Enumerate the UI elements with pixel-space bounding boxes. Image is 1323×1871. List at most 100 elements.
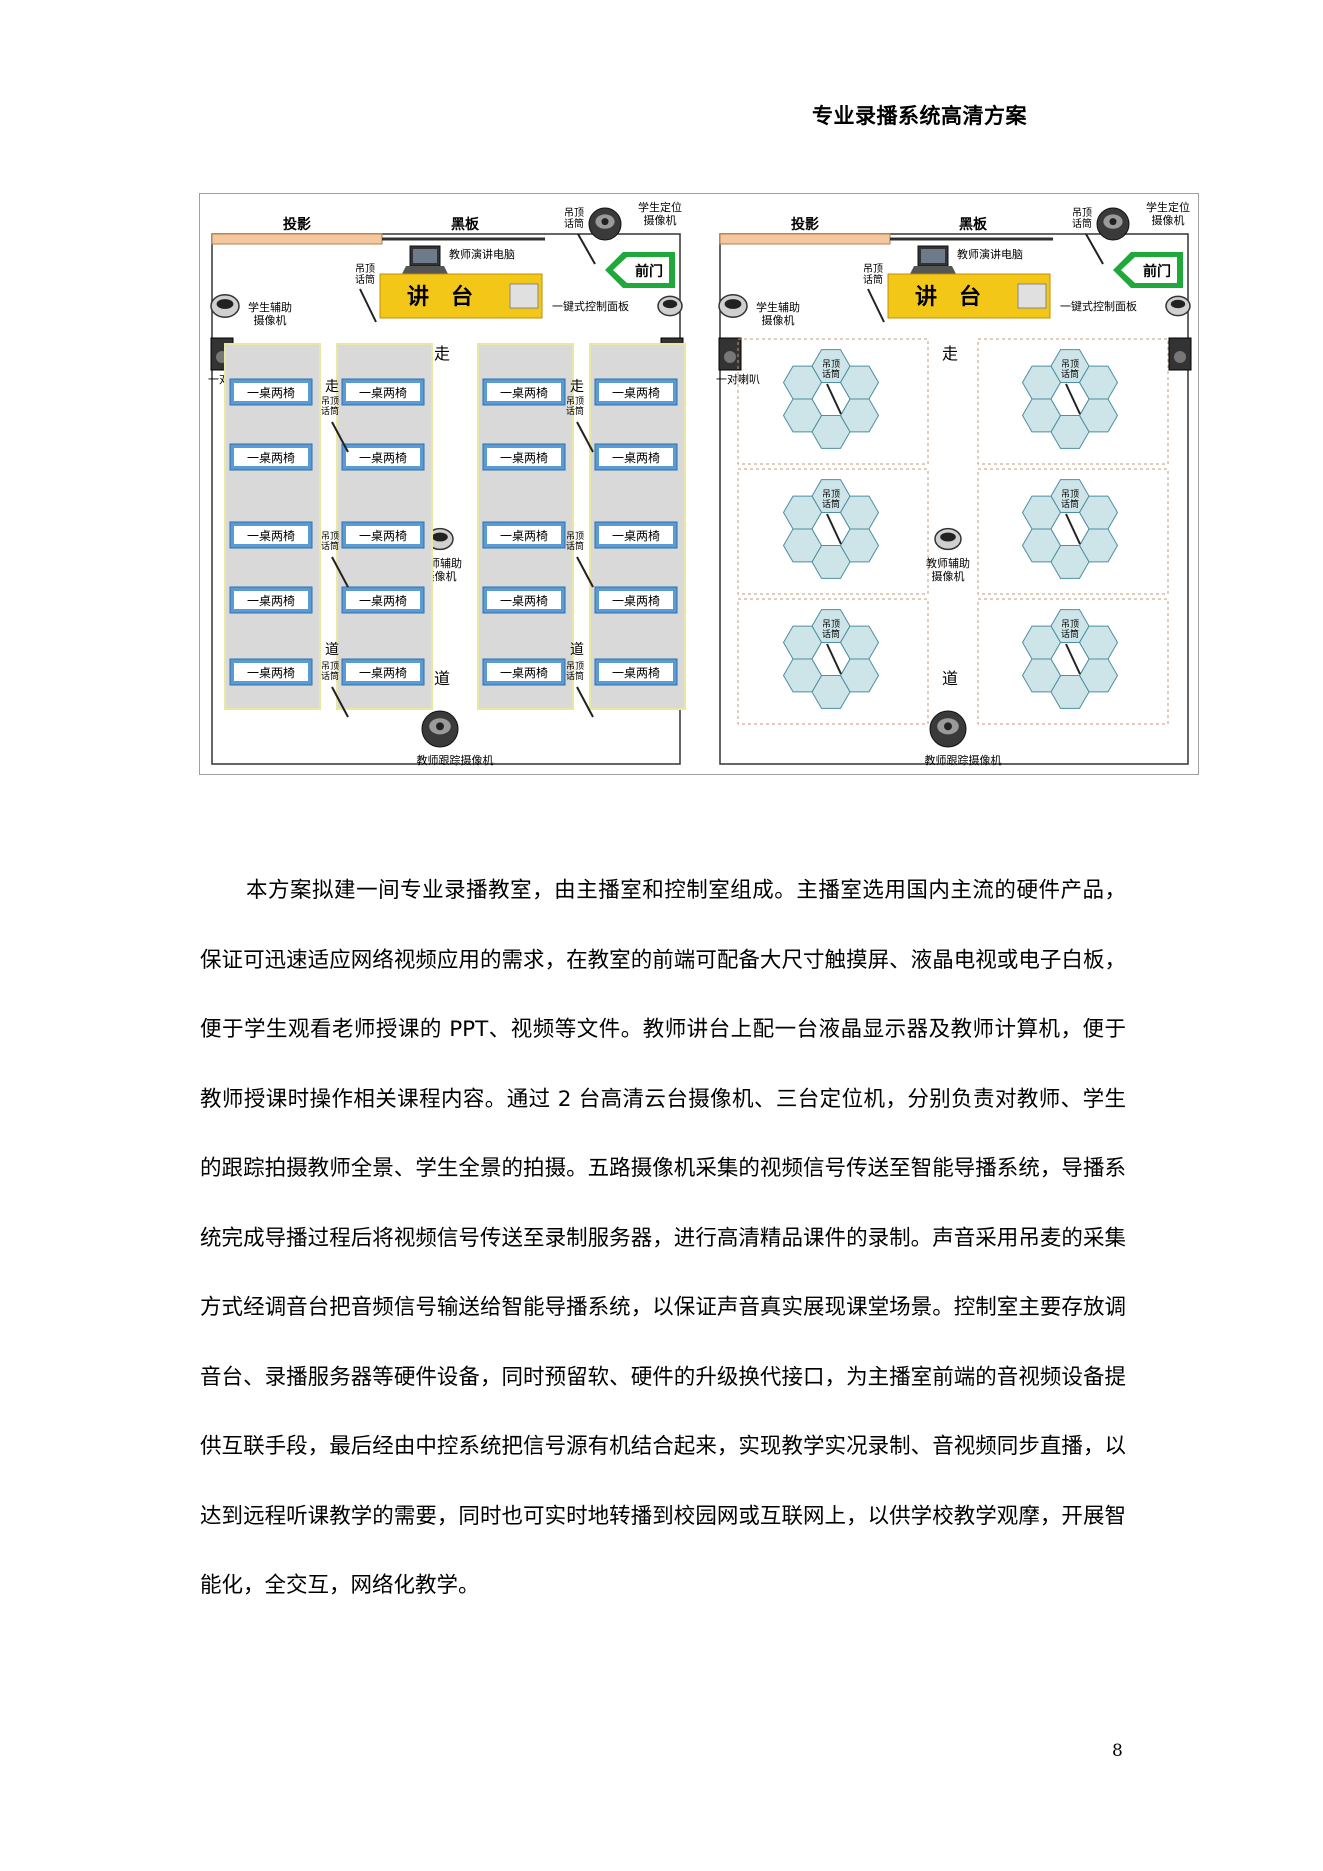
right-hex-group-hex xyxy=(811,512,851,546)
left-student-cam-label: 摄像机 xyxy=(644,213,677,227)
left-student-cam-label: 学生定位 xyxy=(638,200,682,214)
left-desk-top xyxy=(346,663,420,681)
right-aisle-dao-label: 道 xyxy=(942,669,958,688)
left-mic-seat xyxy=(331,556,349,588)
left-desk-label: 一桌两椅 xyxy=(500,386,548,400)
left-aisle-dao-inner: 道 xyxy=(570,642,584,658)
right-mic-label-group: 吊顶 xyxy=(822,359,840,370)
left-aisle-dao-inner: 道 xyxy=(325,642,339,658)
right-projection-bar xyxy=(719,233,891,245)
left-teacher-assist-cam-lens xyxy=(432,532,448,542)
right-laptop-base xyxy=(910,266,956,274)
right-teacher-track-cam-label: 教师跟踪摄像机 xyxy=(925,753,1002,767)
left-laptop-screen xyxy=(413,249,437,263)
right-projection-label: 投影 xyxy=(791,217,819,233)
right-mic-group xyxy=(1065,513,1081,545)
page-header-title: 专业录播系统高清方案 xyxy=(812,104,1027,128)
right-mic-label-group: 话筒 xyxy=(822,498,840,510)
right-mic-label-front: 吊顶 xyxy=(1072,207,1092,219)
right-mic-label-group: 吊顶 xyxy=(1061,489,1079,500)
left-desk-label: 一桌两椅 xyxy=(500,529,548,543)
left-mic-label-podium: 话筒 xyxy=(355,273,375,286)
left-desk-top xyxy=(234,526,308,544)
right-speaker-right-cone xyxy=(1174,351,1186,363)
left-mic-seat xyxy=(331,686,349,718)
left-desk-top xyxy=(599,663,673,681)
left-podium-label: 讲 台 xyxy=(407,284,473,310)
right-mic-label-group: 吊顶 xyxy=(822,619,840,630)
left-desk-label: 一桌两椅 xyxy=(359,451,407,465)
left-control-panel-label: 一键式控制面板 xyxy=(552,299,629,313)
left-mic-label-seat: 话筒 xyxy=(321,405,339,417)
left-student-assist-cam-label: 学生辅助 xyxy=(248,300,292,314)
left-mic-label-front: 吊顶 xyxy=(564,207,584,219)
left-mic-label-seat: 吊顶 xyxy=(321,661,339,672)
left-mic-seat xyxy=(576,421,594,453)
left-desk-label: 一桌两椅 xyxy=(612,451,660,465)
left-desk-top xyxy=(599,383,673,401)
left-aisle-dao-label: 道 xyxy=(434,669,450,688)
right-group-area xyxy=(737,338,929,465)
right-speaker-left-cone xyxy=(724,351,736,363)
right-student-cam-label: 摄像机 xyxy=(1152,213,1185,227)
right-control-panel-box xyxy=(1017,283,1047,309)
right-mic-label-group: 话筒 xyxy=(1061,628,1079,640)
left-mic-seat xyxy=(576,556,594,588)
left-desk-label: 一桌两椅 xyxy=(612,594,660,608)
left-mic-front xyxy=(577,233,596,265)
right-student-cam-lens xyxy=(1109,218,1117,226)
left-desk-top xyxy=(599,526,673,544)
left-mic-label-seat: 吊顶 xyxy=(566,531,584,542)
page-number: 8 xyxy=(1112,1741,1123,1761)
left-desk-label: 一桌两椅 xyxy=(359,386,407,400)
right-teacher-assist-cam-lens xyxy=(940,532,956,542)
right-room-outline xyxy=(719,233,1189,765)
right-mic-group xyxy=(826,383,842,415)
left-mic-label-front: 话筒 xyxy=(564,217,584,230)
right-mic-label-group: 话筒 xyxy=(822,628,840,640)
right-student-assist-cam-label: 摄像机 xyxy=(762,313,795,327)
left-student-assist-cam-lens xyxy=(216,299,234,309)
left-desk-label: 一桌两椅 xyxy=(500,666,548,680)
left-desk-top xyxy=(599,448,673,466)
left-desk-label: 一桌两椅 xyxy=(247,666,295,680)
right-group-area xyxy=(977,598,1169,725)
right-mic-label-group: 吊顶 xyxy=(1061,359,1079,370)
right-student-assist-cam-lens xyxy=(724,299,742,309)
left-desk-top xyxy=(346,591,420,609)
left-front-door-label: 前门 xyxy=(635,263,663,280)
right-mic-label-front: 话筒 xyxy=(1072,217,1092,230)
right-control-panel-label: 一键式控制面板 xyxy=(1060,299,1137,313)
right-hex-group-hex xyxy=(1050,512,1090,546)
left-desk-top xyxy=(487,663,561,681)
left-mic-label-seat: 话筒 xyxy=(566,540,584,552)
left-mic-label-seat: 吊顶 xyxy=(321,531,339,542)
left-front-right-dome-cam-lens xyxy=(662,299,678,309)
right-teacher-assist-cam-label: 教师辅助 xyxy=(926,556,970,570)
left-desk-top xyxy=(599,591,673,609)
right-group-area xyxy=(977,338,1169,465)
left-mic-seat xyxy=(576,686,594,718)
left-aisle-zou-inner: 走 xyxy=(325,379,339,395)
left-laptop-base xyxy=(402,266,448,274)
left-desk-top xyxy=(346,383,420,401)
left-projection-bar xyxy=(211,233,383,245)
left-desk-top xyxy=(234,591,308,609)
right-mic-front xyxy=(1085,233,1104,265)
right-mic-label-group: 话筒 xyxy=(1061,498,1079,510)
right-student-assist-cam-label: 学生辅助 xyxy=(756,300,800,314)
right-mic-label-podium: 吊顶 xyxy=(863,263,883,275)
left-student-assist-cam-label: 摄像机 xyxy=(254,313,287,327)
left-teacher-track-cam-lens xyxy=(436,722,444,731)
classroom-plan-svg: 投影黑板吊顶话筒学生定位摄像机教师演讲电脑前门讲 台一键式控制面板吊顶话筒学生辅… xyxy=(208,200,1192,767)
left-desk-top xyxy=(487,448,561,466)
right-front-right-dome-cam-lens xyxy=(1170,299,1186,309)
left-teacher-track-cam-label: 教师跟踪摄像机 xyxy=(417,753,494,767)
left-desk-label: 一桌两椅 xyxy=(612,529,660,543)
left-mic-label-seat: 话筒 xyxy=(321,540,339,552)
left-desk-label: 一桌两椅 xyxy=(359,594,407,608)
left-desk-top xyxy=(234,663,308,681)
left-student-cam-lens xyxy=(601,218,609,226)
right-mic-group xyxy=(1065,643,1081,675)
right-teacher-track-cam-lens xyxy=(944,722,952,731)
